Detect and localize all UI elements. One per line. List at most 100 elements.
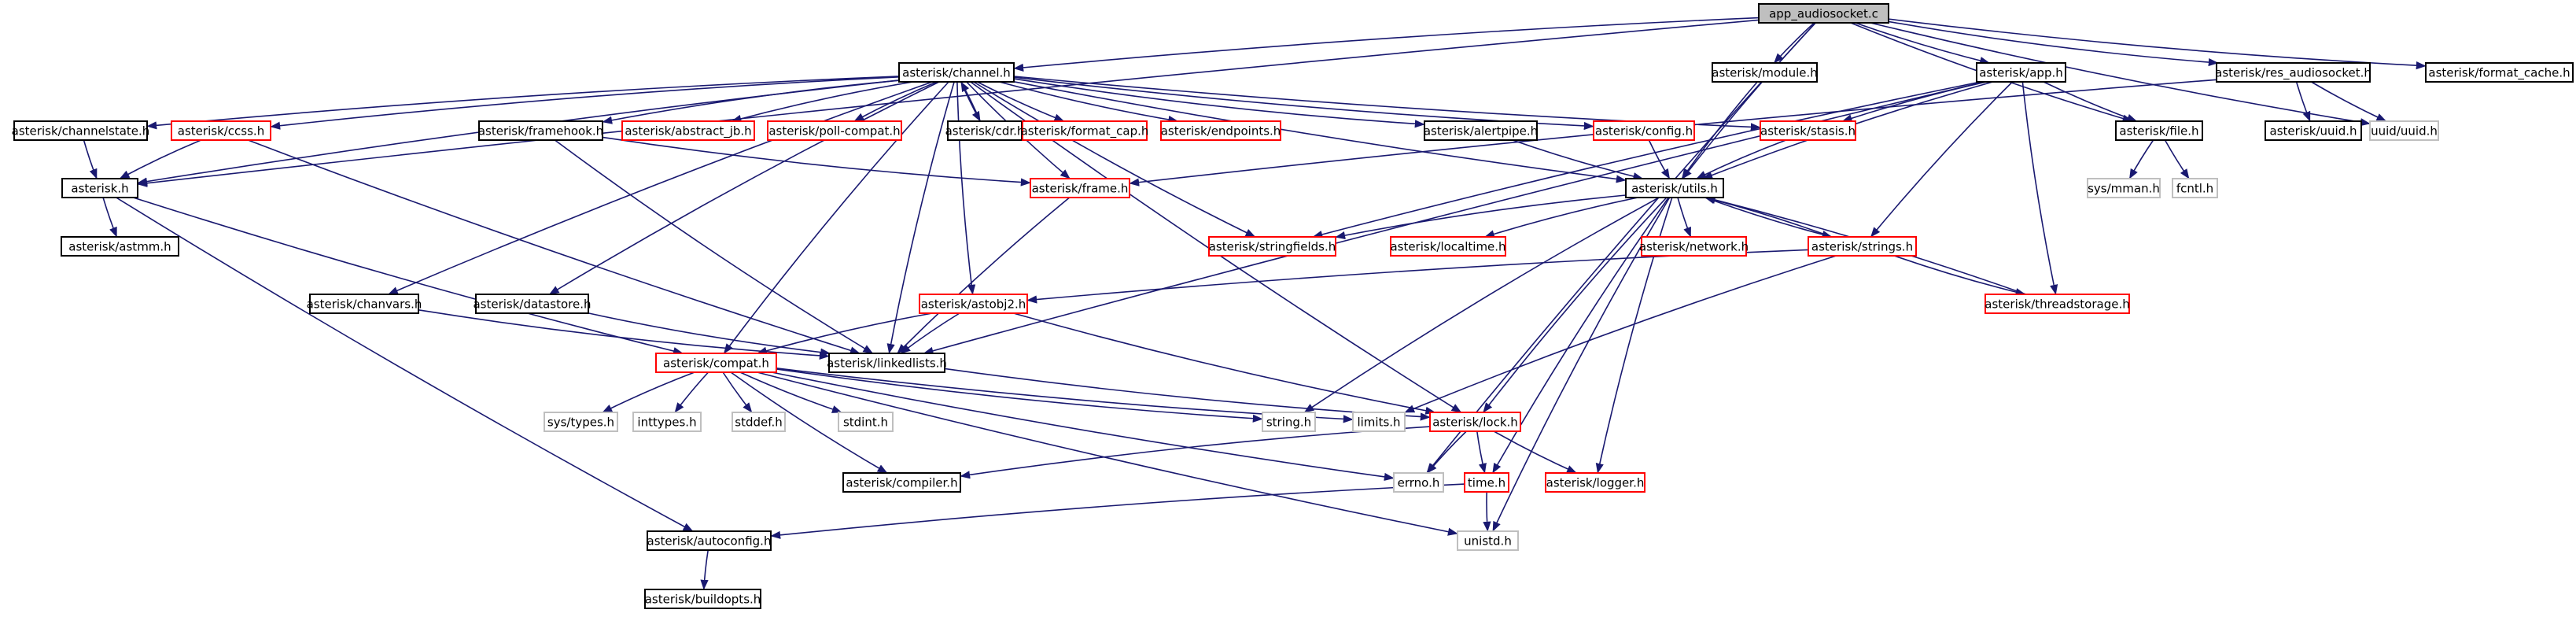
edge-strings-to-utils: [1704, 196, 1833, 238]
node-box: [1985, 294, 2130, 314]
edge-res_audiosocket-to-uuid_ast: [2295, 81, 2311, 122]
edge-framehook-to-frame: [602, 136, 1031, 187]
edge-strings-to-limits: [1404, 255, 1837, 413]
node-inttypes[interactable]: inttypes.h: [632, 412, 702, 432]
node-endpoints[interactable]: asterisk/endpoints.h: [1160, 120, 1281, 141]
node-res-audiosocket[interactable]: asterisk/res_audiosocket.h: [2215, 62, 2371, 83]
node-uuid-sys[interactable]: uuid/uuid.h: [2369, 120, 2439, 141]
node-box: [621, 120, 755, 141]
edge-channel-to-format_cap: [977, 81, 1065, 122]
edge-datastore-to-linkedlists: [588, 312, 831, 357]
edge-app_audiosocket-to-app: [1855, 22, 1990, 65]
node-app[interactable]: asterisk/app.h: [1976, 62, 2066, 83]
edge-res_audiosocket-to-uuid_sys: [2310, 81, 2387, 122]
node-network[interactable]: asterisk/network.h: [1639, 236, 1749, 257]
node-uuid-ast[interactable]: asterisk/uuid.h: [2265, 120, 2362, 141]
node-app-audiosocket[interactable]: app_audiosocket.c: [1758, 3, 1889, 24]
node-label: asterisk/channel.h: [902, 66, 1011, 80]
node-time[interactable]: time.h: [1464, 472, 1509, 493]
node-unistd[interactable]: unistd.h: [1457, 530, 1519, 551]
edge-app_audiosocket-to-uuid_sys: [1870, 22, 2371, 127]
node-astmm[interactable]: asterisk/astmm.h: [61, 236, 179, 257]
node-channelstate[interactable]: asterisk/channelstate.h: [12, 120, 150, 141]
node-errno[interactable]: errno.h: [1393, 472, 1444, 493]
node-sys-mman[interactable]: sys/mman.h: [2087, 178, 2161, 198]
node-label: asterisk/frame.h: [1032, 182, 1129, 196]
node-stddef[interactable]: stddef.h: [732, 412, 786, 432]
node-box: [767, 120, 902, 141]
node-module[interactable]: asterisk/module.h: [1712, 62, 1818, 83]
node-format-cache[interactable]: asterisk/format_cache.h: [2425, 62, 2574, 83]
node-linkedlists[interactable]: asterisk/linkedlists.h: [827, 353, 947, 373]
node-label: asterisk/endpoints.h: [1161, 124, 1281, 139]
node-utils[interactable]: asterisk/utils.h: [1625, 178, 1724, 198]
node-box: [632, 412, 702, 432]
node-localtime[interactable]: asterisk/localtime.h: [1390, 236, 1506, 257]
edge-channel-to-endpoints: [999, 81, 1179, 124]
node-config[interactable]: asterisk/config.h: [1593, 120, 1695, 141]
node-limits[interactable]: limits.h: [1352, 412, 1406, 432]
node-stasis[interactable]: asterisk/stasis.h: [1760, 120, 1856, 141]
node-logger[interactable]: asterisk/logger.h: [1545, 472, 1645, 493]
edge-app_audiosocket-to-errno: [1426, 22, 1816, 474]
edge-framehook-to-linkedlists: [554, 139, 874, 354]
edge-compat-to-stdint: [739, 371, 842, 413]
node-ccss[interactable]: asterisk/ccss.h: [171, 120, 271, 141]
node-label: time.h: [1468, 476, 1505, 490]
node-label: asterisk/datastore.h: [473, 297, 591, 312]
edge-app-to-stasis: [1841, 81, 1987, 123]
node-label: asterisk/res_audiosocket.h: [2215, 66, 2371, 81]
node-label: errno.h: [1398, 476, 1440, 490]
node-box: [475, 294, 589, 314]
edge-channel-to-stringfields: [973, 81, 1256, 238]
node-stdint[interactable]: stdint.h: [838, 412, 894, 432]
node-alertpipe[interactable]: asterisk/alertpipe.h: [1424, 120, 1538, 141]
edge-channel-to-stasis: [1013, 76, 1761, 131]
node-box: [1022, 120, 1148, 141]
node-astobj2[interactable]: asterisk/astobj2.h: [919, 294, 1028, 314]
node-strings[interactable]: asterisk/strings.h: [1808, 236, 1917, 257]
edge-compat-to-errno: [771, 371, 1395, 481]
node-threadstorage[interactable]: asterisk/threadstorage.h: [1985, 294, 2130, 314]
node-box: [919, 294, 1028, 314]
node-framehook[interactable]: asterisk/framehook.h: [478, 120, 603, 141]
node-stringfields[interactable]: asterisk/stringfields.h: [1208, 236, 1336, 257]
node-chanvars[interactable]: asterisk/chanvars.h: [307, 294, 422, 314]
edge-utils-to-string_h: [1303, 197, 1660, 413]
edge-lock-to-errno: [1427, 430, 1467, 474]
node-channel[interactable]: asterisk/channel.h: [898, 62, 1015, 83]
edge-app_audiosocket-to-res_audiosocket: [1888, 20, 2219, 67]
edge-alertpipe-to-utils: [1512, 139, 1644, 181]
node-box: [2369, 120, 2439, 141]
node-label: asterisk/stasis.h: [1760, 124, 1856, 139]
edge-astobj2-to-compat: [757, 312, 933, 355]
node-label: asterisk/app.h: [1979, 66, 2063, 80]
node-autoconfig[interactable]: asterisk/autoconfig.h: [647, 530, 772, 551]
node-box: [1464, 472, 1509, 493]
node-string-h[interactable]: string.h: [1262, 412, 1316, 432]
node-lock[interactable]: asterisk/lock.h: [1429, 412, 1521, 432]
node-box: [1808, 236, 1917, 257]
edge-utils-to-time: [1492, 197, 1669, 474]
node-sys-types[interactable]: sys/types.h: [544, 412, 618, 432]
node-frame[interactable]: asterisk/frame.h: [1030, 178, 1130, 198]
node-box: [2265, 120, 2362, 141]
edge-app_audiosocket-to-channel: [1013, 17, 1760, 72]
node-asterisk-h[interactable]: asterisk.h: [61, 178, 138, 198]
edge-app-to-strings: [1870, 81, 2014, 238]
edge-compat-to-stddef: [722, 371, 753, 413]
node-file[interactable]: asterisk/file.h: [2115, 120, 2203, 141]
node-compat[interactable]: asterisk/compat.h: [655, 353, 777, 373]
node-abstract-jb[interactable]: asterisk/abstract_jb.h: [621, 120, 755, 141]
edge-channel-to-chanvars: [388, 81, 933, 295]
node-box: [478, 120, 603, 141]
node-format-cap[interactable]: asterisk/format_cap.h: [1021, 120, 1149, 141]
node-cdr[interactable]: asterisk/cdr.h: [945, 120, 1025, 141]
node-label: stddef.h: [735, 416, 782, 430]
node-poll-compat[interactable]: asterisk/poll-compat.h: [767, 120, 902, 141]
node-buildopts[interactable]: asterisk/buildopts.h: [644, 589, 761, 609]
node-fcntl[interactable]: fcntl.h: [2172, 178, 2218, 198]
node-datastore[interactable]: asterisk/datastore.h: [473, 294, 591, 314]
node-compiler[interactable]: asterisk/compiler.h: [842, 472, 961, 493]
node-label: asterisk/logger.h: [1546, 476, 1645, 490]
